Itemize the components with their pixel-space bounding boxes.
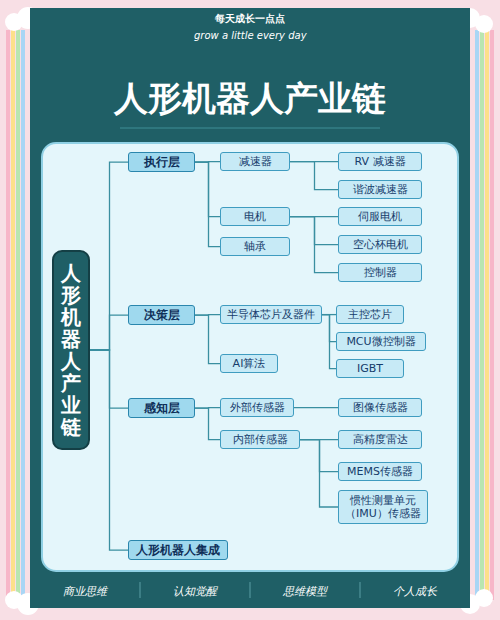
item-box: 空心杯电机 xyxy=(338,235,422,254)
node-text: 图像传感器 xyxy=(353,401,408,414)
node-text: 人形机器人产业链 xyxy=(61,262,81,438)
content-panel xyxy=(42,143,458,571)
category-box: 减速器 xyxy=(220,152,290,171)
tree-connector xyxy=(90,162,128,350)
tree-connector xyxy=(300,440,338,507)
item-box: RV 减速器 xyxy=(338,152,422,171)
item-box: 伺服电机 xyxy=(338,207,422,226)
node-text: 外部传感器 xyxy=(230,401,285,414)
node-text: 高精度雷达 xyxy=(353,433,408,446)
item-box: 控制器 xyxy=(338,263,422,282)
layer-box: 感知层 xyxy=(128,398,195,418)
tree-connector xyxy=(195,408,220,439)
item-box: MEMS传感器 xyxy=(338,462,422,481)
node-text: 空心杯电机 xyxy=(353,238,408,251)
slogan-text: grow a little every day xyxy=(194,30,307,41)
footer-text: 个人成长 xyxy=(393,584,437,599)
node-text: 决策层 xyxy=(144,308,180,322)
root-column-box: 人形机器人产业链 xyxy=(52,250,90,450)
node-text: 半导体芯片及器件 xyxy=(227,308,315,321)
node-text: 人形机器人集成 xyxy=(136,543,220,557)
tree-connector xyxy=(195,315,220,363)
node-text: 主控芯片 xyxy=(348,308,392,321)
node-text: 感知层 xyxy=(144,401,180,415)
item-box: 图像传感器 xyxy=(338,398,422,417)
footer-separators xyxy=(140,582,360,598)
node-text: MEMS传感器 xyxy=(347,465,413,478)
item-box: 主控芯片 xyxy=(336,305,404,324)
footer-text: 商业思维 xyxy=(63,584,107,599)
node-text: RV 减速器 xyxy=(354,155,405,168)
footer-text: 认知觉醒 xyxy=(173,584,217,599)
category-box: 电机 xyxy=(220,207,290,226)
category-box: 半导体芯片及器件 xyxy=(220,305,322,324)
node-text: 电机 xyxy=(244,210,266,223)
tree-connector xyxy=(290,162,338,190)
item-box: IGBT xyxy=(336,359,404,378)
tree-connector xyxy=(195,162,220,246)
category-box: AI算法 xyxy=(220,354,278,373)
tree-connector xyxy=(322,315,336,369)
layer-box: 执行层 xyxy=(128,152,195,172)
footer-text: 思维模型 xyxy=(283,584,327,599)
node-text: 伺服电机 xyxy=(358,210,402,223)
node-text: 控制器 xyxy=(364,266,397,279)
tree-connector xyxy=(90,315,128,350)
layer-box: 决策层 xyxy=(128,305,195,325)
tree-connector xyxy=(90,350,128,550)
tree-connector xyxy=(294,407,338,408)
category-box: 轴承 xyxy=(220,237,290,256)
category-box: 内部传感器 xyxy=(220,430,300,449)
node-text: MCU微控制器 xyxy=(346,335,415,348)
node-text: IGBT xyxy=(357,362,383,375)
title-rule xyxy=(120,128,380,129)
node-text: 内部传感器 xyxy=(233,433,288,446)
node-text: 执行层 xyxy=(144,155,180,169)
title-text: 人形机器人产业链 xyxy=(0,76,500,122)
node-text: 谐波减速器 xyxy=(353,183,408,196)
item-box: 高精度雷达 xyxy=(338,430,422,449)
item-box: 惯性测量单元（IMU）传感器 xyxy=(338,490,428,524)
layer-box: 人形机器人集成 xyxy=(128,540,228,560)
node-text: 惯性测量单元（IMU）传感器 xyxy=(345,494,421,520)
slogan-text: 每天成长一点点 xyxy=(215,12,285,26)
tree-connector xyxy=(195,162,220,216)
item-box: MCU微控制器 xyxy=(336,332,426,351)
tree-connector xyxy=(290,217,338,273)
node-text: 减速器 xyxy=(239,155,272,168)
item-box: 谐波减速器 xyxy=(338,180,422,199)
node-text: AI算法 xyxy=(233,357,266,370)
category-box: 外部传感器 xyxy=(220,398,294,417)
node-text: 轴承 xyxy=(244,240,266,253)
